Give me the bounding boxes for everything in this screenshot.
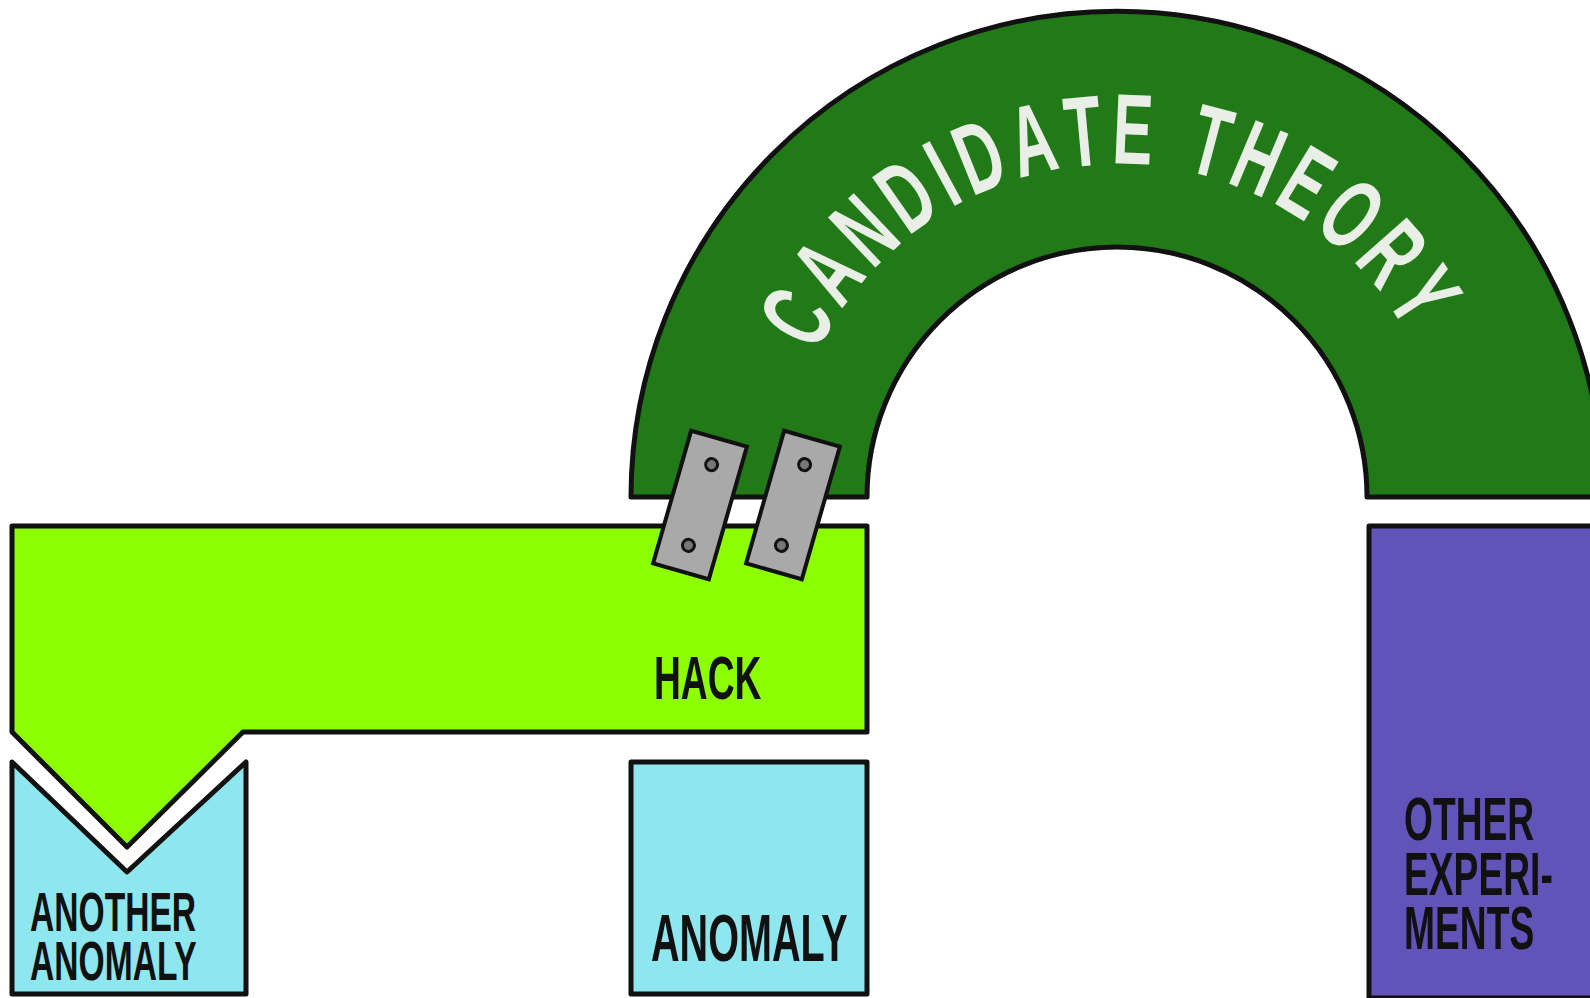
arch-letter: T xyxy=(1060,79,1106,182)
box-label: ANOMALY xyxy=(651,909,848,968)
box-label: OTHER EXPERI- MENTS xyxy=(1404,792,1553,956)
arch-shape xyxy=(631,11,1590,497)
anomaly-block-shape xyxy=(631,762,867,994)
anomaly-block-shape xyxy=(12,762,246,994)
experiments-pillar-shape xyxy=(1369,526,1590,998)
theory-arch-outline xyxy=(631,8,1590,497)
theory-arch: CANDIDATE THEORY xyxy=(631,8,1590,497)
anomaly-block: ANOTHER ANOMALY xyxy=(12,762,246,994)
box-label: HACK xyxy=(654,650,761,706)
hinge-screw xyxy=(704,457,719,472)
hinge-screw xyxy=(797,457,812,472)
hinge-screw xyxy=(681,538,696,553)
box-label: ANOTHER ANOMALY xyxy=(30,887,197,986)
arch-label: CANDIDATE THEORY xyxy=(631,8,1590,497)
hinge-screw xyxy=(774,538,789,553)
anomaly-block: ANOMALY xyxy=(631,762,867,994)
experiments-pillar: OTHER EXPERI- MENTS xyxy=(1369,526,1590,996)
arch-letter: E xyxy=(1111,79,1155,181)
